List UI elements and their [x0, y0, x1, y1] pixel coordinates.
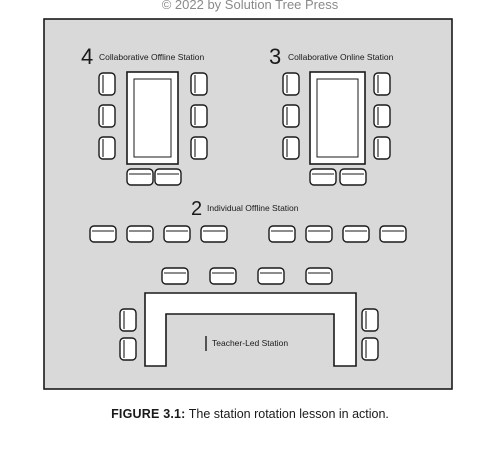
teacher-station-table [144, 292, 357, 367]
station-4-group: 4 Collaborative Offline Station [81, 44, 208, 186]
station-3-chair [373, 136, 391, 160]
station-2-chair [126, 225, 154, 243]
station-3-chair [373, 72, 391, 96]
station-3-group: 3 Collaborative Online Station [269, 44, 394, 186]
teacher-station-chair [257, 267, 285, 285]
station-3-chair [282, 72, 300, 96]
station-4-chair [190, 104, 208, 128]
station-4-table [126, 71, 179, 165]
station-3-chair [282, 136, 300, 160]
figure-caption: FIGURE 3.1: The station rotation lesson … [0, 407, 500, 421]
station-2-chair [305, 225, 333, 243]
teacher-station-chair [209, 267, 237, 285]
station-4-number: 4 [81, 44, 93, 69]
station-2-chair [268, 225, 296, 243]
station-2-chair [379, 225, 407, 243]
teacher-station-chair [119, 308, 137, 332]
station-2-number: 2 [191, 198, 202, 220]
station-2-chair [200, 225, 228, 243]
figure-caption-text: The station rotation lesson in action. [185, 407, 389, 421]
station-4-chair [190, 72, 208, 96]
station-3-chair [282, 104, 300, 128]
station-4-chair [98, 104, 116, 128]
station-4-chair [126, 168, 154, 186]
station-2-label: Individual Offline Station [207, 203, 299, 213]
station-3-chair [373, 104, 391, 128]
station-3-number: 3 [269, 44, 281, 69]
copyright-notice: © 2022 by Solution Tree Press [161, 0, 339, 12]
teacher-station-chair [361, 337, 379, 361]
teacher-station-chair [361, 308, 379, 332]
station-4-chair [98, 72, 116, 96]
station-2-chair [342, 225, 370, 243]
station-3-chair [339, 168, 367, 186]
teacher-station-label: Teacher-Led Station [212, 338, 288, 348]
teacher-station-chair [119, 337, 137, 361]
station-3-table [309, 71, 366, 165]
station-4-label: Collaborative Offline Station [99, 52, 204, 62]
teacher-station-group: Teacher-Led Station [119, 267, 379, 367]
station-4-chair [98, 136, 116, 160]
station-2-chair [89, 225, 117, 243]
teacher-station-chair [305, 267, 333, 285]
teacher-station-chair [161, 267, 189, 285]
station-2-chair [163, 225, 191, 243]
station-3-label: Collaborative Online Station [288, 52, 394, 62]
station-3-chair [309, 168, 337, 186]
station-2-group: 2 Individual Offline Station [89, 198, 407, 243]
station-4-chair [154, 168, 182, 186]
station-4-chair [190, 136, 208, 160]
figure-number: FIGURE 3.1: [111, 407, 186, 421]
